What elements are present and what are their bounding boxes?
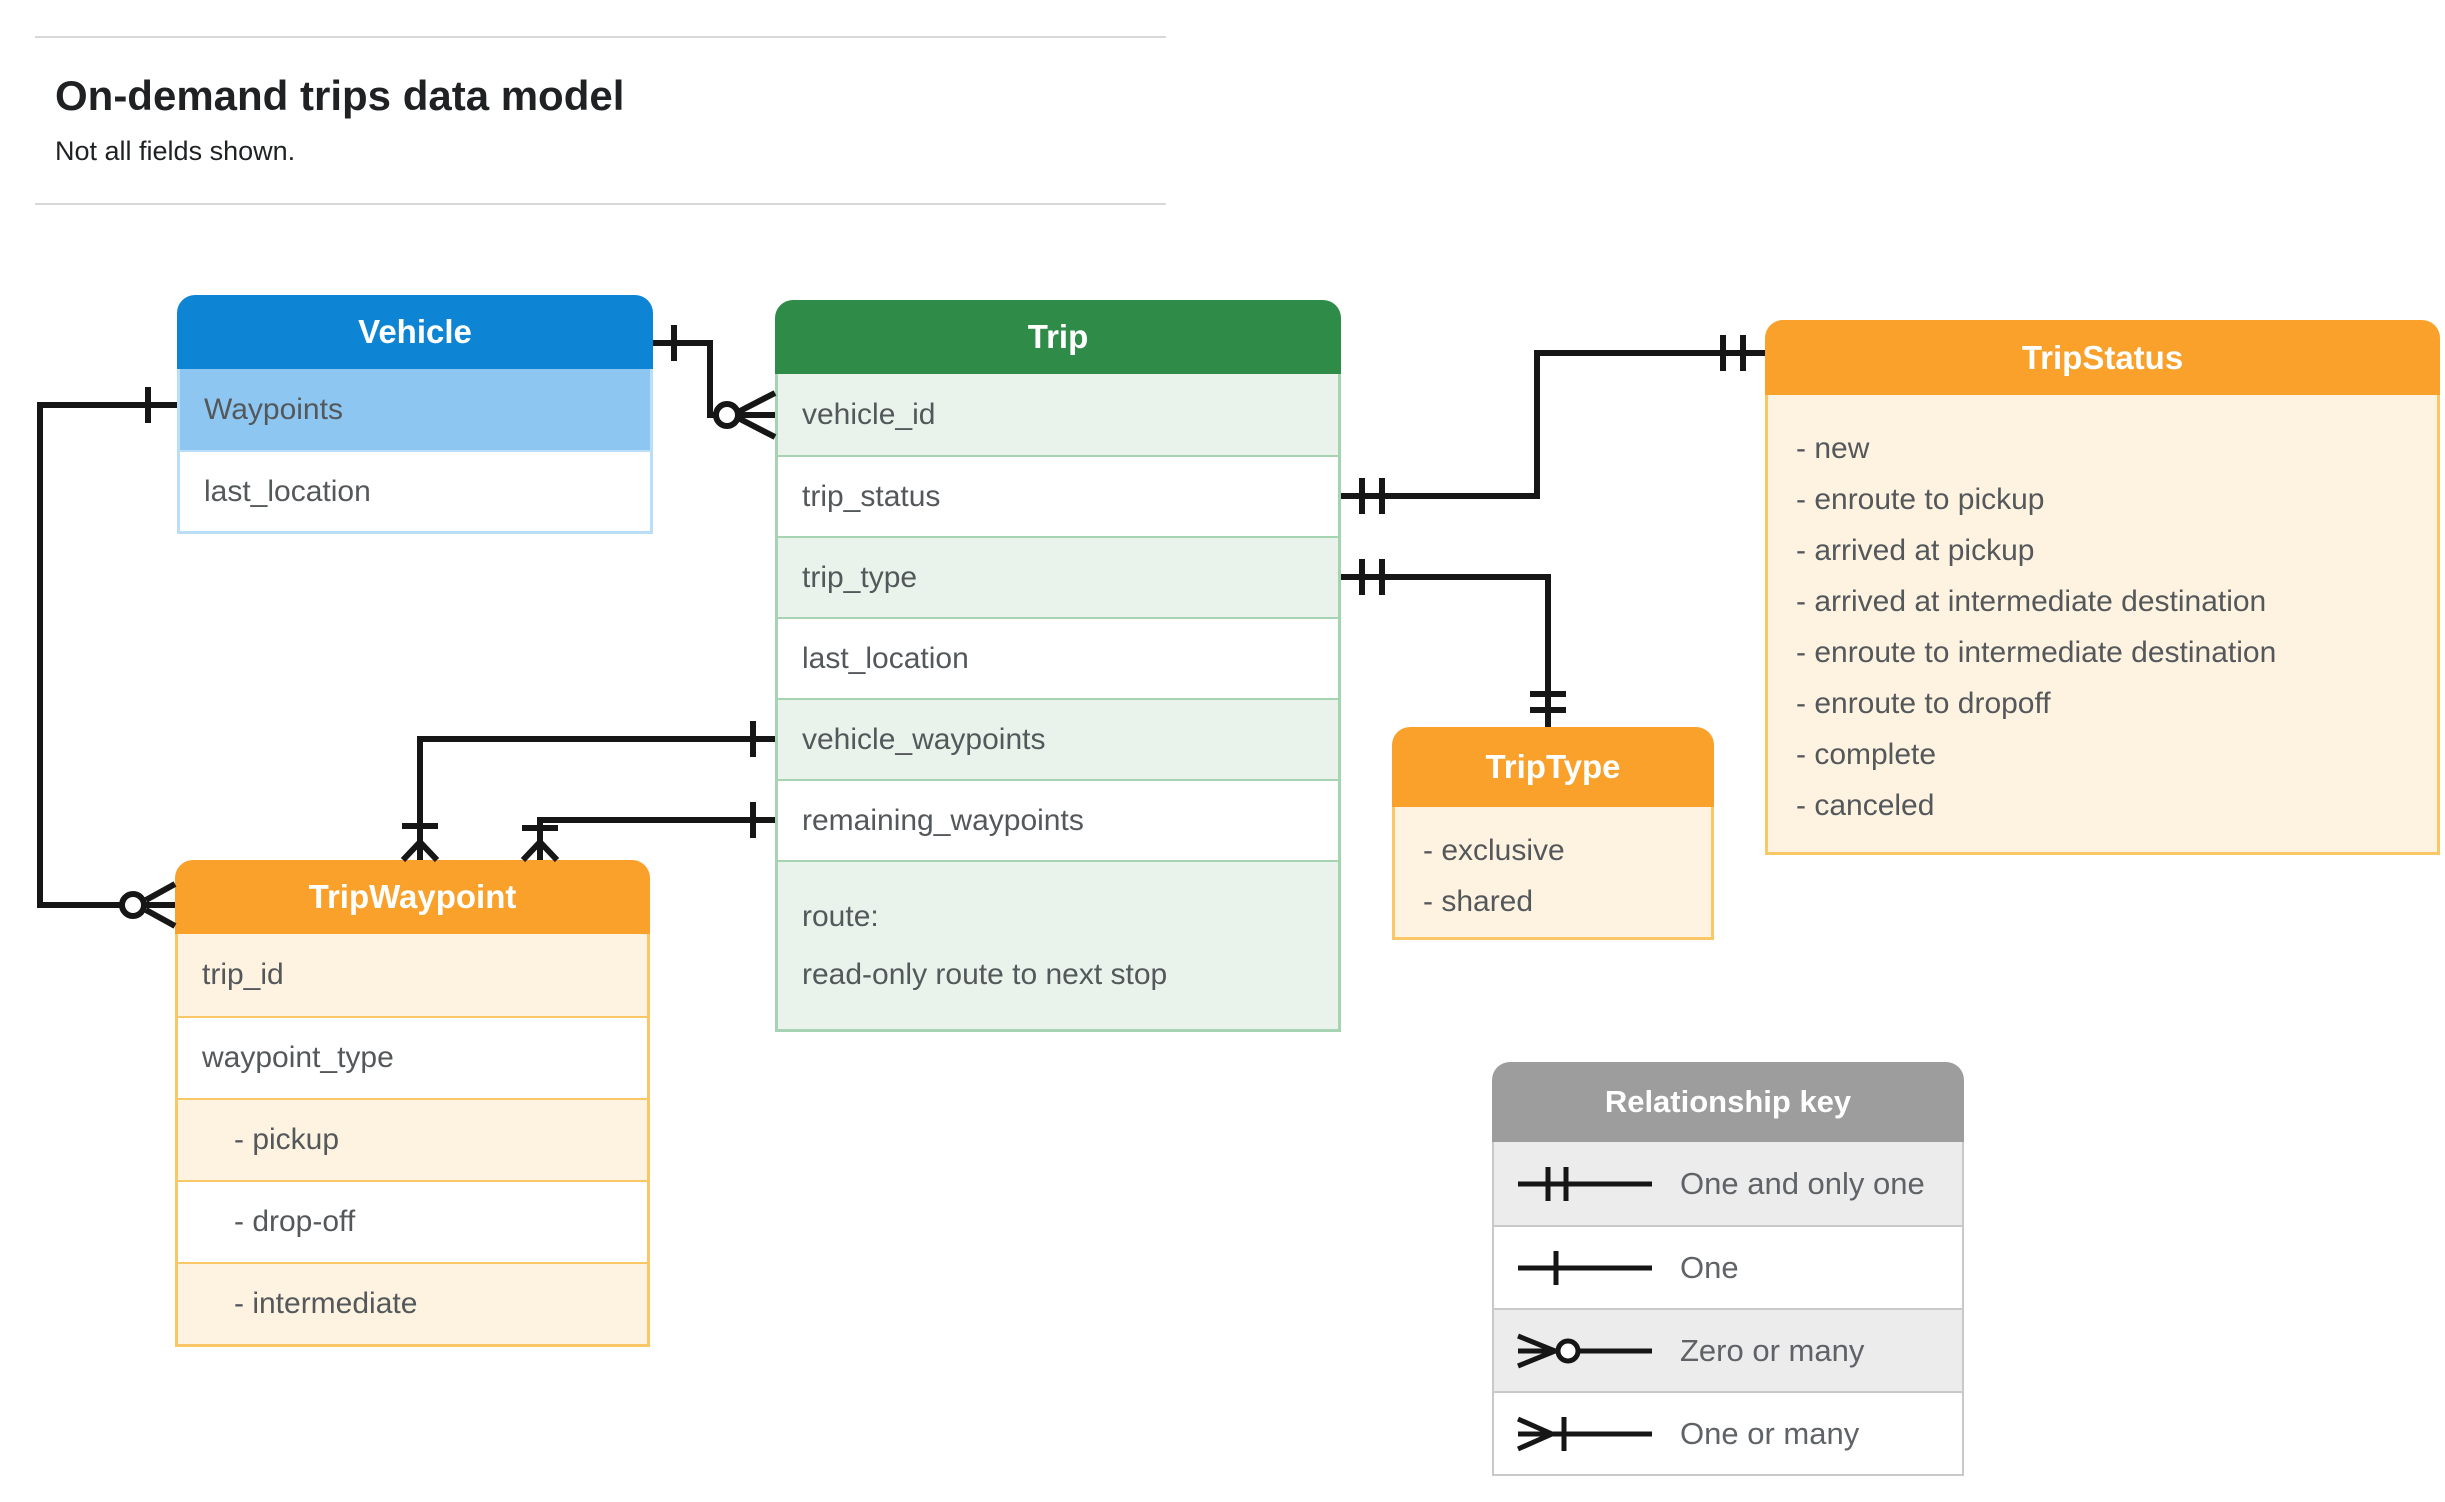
entity-trip-waypoint: TripWaypoint trip_id waypoint_type - pic… <box>175 860 650 1347</box>
field-row-trip-status: trip_status <box>778 455 1338 536</box>
one-and-only-one-symbol <box>1518 1166 1652 1201</box>
waypoint-value-drop-off: - drop-off <box>178 1180 647 1262</box>
one-or-many-symbol <box>1516 1416 1652 1451</box>
type-value-exclusive: - exclusive <box>1423 833 1565 867</box>
connector-vehicle-to-trip <box>653 325 777 440</box>
legend-label: One and only one <box>1680 1165 1925 1201</box>
type-value-shared: - shared <box>1423 884 1534 918</box>
page-title: On-demand trips data model <box>55 72 625 119</box>
status-value-complete: - complete <box>1796 737 1937 771</box>
status-value-enroute-to-dropoff: - enroute to dropoff <box>1796 686 2051 720</box>
field-row-route: route: read-only route to next stop <box>778 860 1338 1029</box>
connector-vehicle-waypoints-field-to-tripwaypoint <box>400 721 775 863</box>
one-symbol <box>1518 1250 1652 1285</box>
field-row-remaining-waypoints: remaining_waypoints <box>778 779 1338 860</box>
status-value-arrived-at-intermediate-destination: - arrived at intermediate destination <box>1796 584 2267 618</box>
field-row-vehicle-waypoints: vehicle_waypoints <box>778 698 1338 779</box>
entity-trip-status-header: TripStatus <box>1765 320 2440 395</box>
field-row-waypoint-type: waypoint_type <box>178 1016 647 1098</box>
legend-relationship-key: Relationship key One and only one One Ze… <box>1492 1062 1964 1476</box>
legend-row-zero-or-many: Zero or many <box>1494 1308 1962 1391</box>
header-divider-bottom <box>35 203 1166 205</box>
status-value-enroute-to-intermediate-destination: - enroute to intermediate destination <box>1796 635 2277 669</box>
field-row-trip-type: trip_type <box>778 536 1338 617</box>
legend-header: Relationship key <box>1492 1062 1964 1142</box>
field-row-vehicle-id: vehicle_id <box>778 374 1338 455</box>
field-row-trip-id: trip_id <box>178 934 647 1016</box>
zero-or-many-symbol <box>1517 1333 1652 1368</box>
entity-trip-type-header: TripType <box>1392 727 1714 807</box>
status-value-arrived-at-pickup: - arrived at pickup <box>1796 533 2035 567</box>
legend-label: One or many <box>1680 1415 1860 1451</box>
route-label: route: <box>802 899 879 933</box>
entity-trip-status: TripStatus - new - enroute to pickup - a… <box>1765 320 2440 855</box>
entity-trip-waypoint-header: TripWaypoint <box>175 860 650 934</box>
waypoint-value-intermediate: - intermediate <box>178 1262 647 1344</box>
status-value-enroute-to-pickup: - enroute to pickup <box>1796 482 2045 516</box>
entity-trip-type: TripType - exclusive - shared <box>1392 727 1714 940</box>
header-divider-top <box>35 36 1166 38</box>
page-subtitle: Not all fields shown. <box>55 136 296 166</box>
entity-trip-header: Trip <box>775 300 1341 374</box>
connector-trip-status-to-tripstatus <box>1341 335 1765 514</box>
legend-label: Zero or many <box>1680 1332 1865 1368</box>
status-value-new: - new <box>1796 431 1870 465</box>
legend-row-one: One <box>1494 1225 1962 1308</box>
field-row-last-location: last_location <box>778 617 1338 698</box>
legend-row-one-and-only-one: One and only one <box>1494 1142 1962 1225</box>
entity-trip: Trip vehicle_id trip_status trip_type la… <box>775 300 1341 1032</box>
status-value-canceled: - canceled <box>1796 788 1935 822</box>
legend-label: One <box>1680 1249 1739 1285</box>
entity-vehicle: Vehicle Waypoints last_location <box>177 295 653 534</box>
entity-vehicle-header: Vehicle <box>177 295 653 369</box>
connector-vehicle-waypoints-to-tripwaypoint <box>37 387 177 929</box>
field-row-waypoints: Waypoints <box>180 369 650 450</box>
field-row-last-location: last_location <box>180 450 650 531</box>
legend-row-one-or-many: One or many <box>1494 1391 1962 1474</box>
route-description: read-only route to next stop <box>802 957 1168 991</box>
waypoint-value-pickup: - pickup <box>178 1098 647 1180</box>
connector-trip-type-to-triptype <box>1341 559 1566 727</box>
connector-remaining-waypoints-to-tripwaypoint <box>520 802 775 863</box>
